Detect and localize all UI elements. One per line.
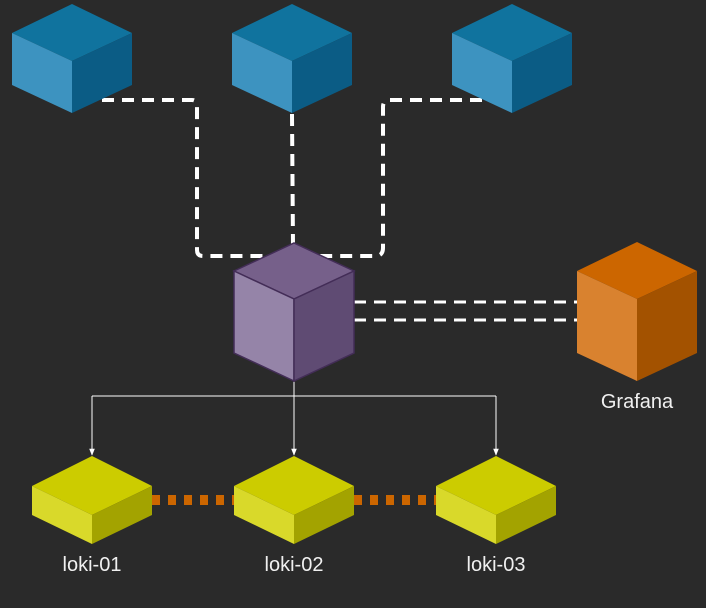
loki-02-cube-icon[interactable] (234, 456, 354, 544)
source-3-cube-icon[interactable] (452, 4, 572, 113)
loki-01-label: loki-01 (63, 554, 122, 576)
source-2-cube-icon[interactable] (232, 4, 352, 113)
grafana-cube-icon[interactable] (577, 242, 697, 381)
loki-02-label: loki-02 (265, 554, 324, 576)
link-source-3-hub[interactable] (294, 98, 482, 258)
source-1-cube-icon[interactable] (12, 4, 132, 113)
grafana-label: Grafana (601, 391, 674, 413)
hub-cube-icon[interactable] (232, 242, 356, 383)
link-source-1-hub[interactable] (102, 98, 294, 258)
link-source-2-hub[interactable] (290, 113, 295, 247)
loki-03-label: loki-03 (467, 554, 526, 576)
loki-01-cube-icon[interactable] (32, 456, 152, 544)
loki-03-cube-icon[interactable] (436, 456, 556, 544)
